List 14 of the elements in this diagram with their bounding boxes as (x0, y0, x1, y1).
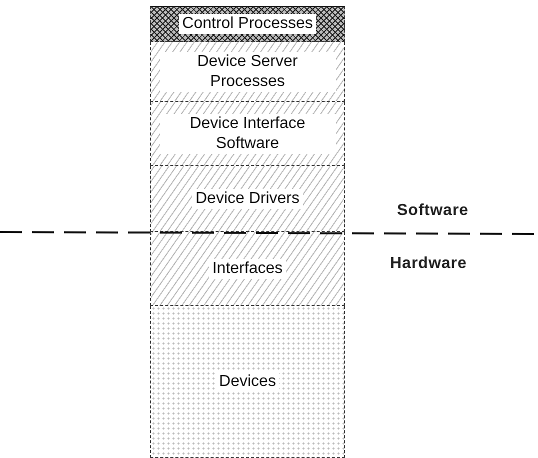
side-label: Hardware (390, 255, 467, 273)
layer-box (150, 232, 345, 306)
layer-label: Interfaces (209, 258, 286, 278)
layer-box (150, 306, 345, 458)
layer-box (150, 166, 345, 232)
layer-label: Device Drivers (192, 188, 302, 208)
layer-box (150, 6, 345, 42)
layer-box (150, 42, 345, 102)
layer-box (150, 102, 345, 166)
layer-label: Device Interface Software (160, 114, 336, 154)
layer-label: Devices (216, 372, 279, 392)
layer-label: Device Server Processes (160, 52, 336, 92)
layer-label: Control Processes (179, 14, 316, 34)
side-label: Software (397, 202, 469, 220)
